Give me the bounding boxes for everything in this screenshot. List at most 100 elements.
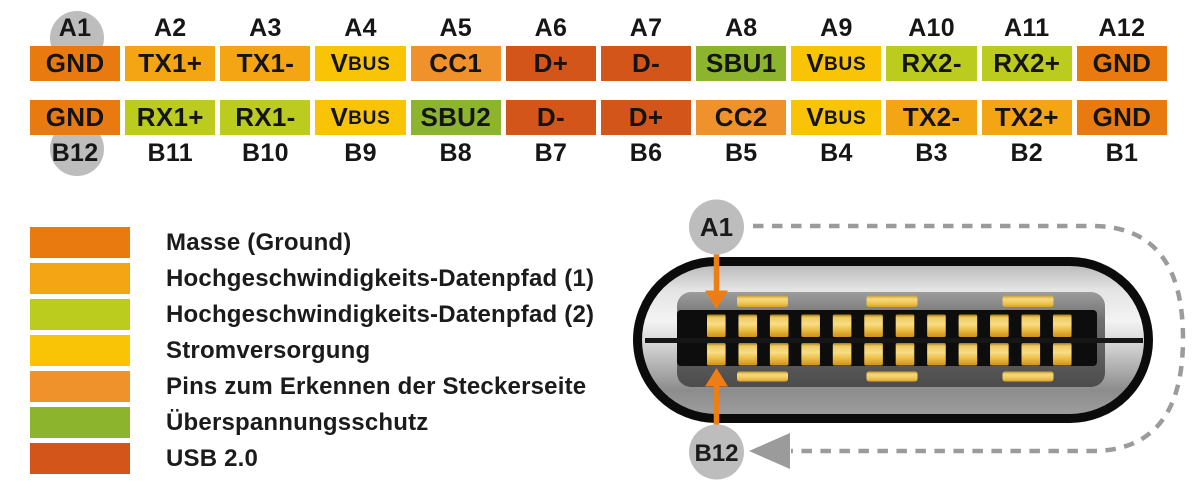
pin-order-dashed-path	[753, 223, 1186, 454]
pin-label-b8: B8	[439, 138, 473, 167]
pin-label-b2: B2	[1010, 138, 1044, 167]
pin-chip-b3: TX2-	[886, 100, 977, 135]
legend-label-cc: Pins zum Erkennen der Steckerseite	[166, 372, 587, 400]
pin-chip-b2: TX2+	[981, 100, 1072, 135]
pin-chip-a7: D-	[600, 46, 692, 81]
connector-pin-b8	[832, 343, 852, 366]
connector-pin-b7	[864, 343, 883, 366]
legend-label-hs1: Hochgeschwindigkeits-Datenpfad (1)	[166, 264, 595, 292]
pin-color-legend: Masse (Ground) Hochgeschwindigkeits-Daten…	[30, 227, 594, 474]
pin-label-b10: B10	[242, 138, 289, 167]
legend-swatch-sbu	[30, 407, 130, 438]
connector-pin-a11	[1021, 314, 1041, 337]
b12-callout-circle	[689, 424, 744, 480]
legend-swatch-usb2	[30, 443, 130, 474]
legend-swatch-power	[30, 335, 130, 366]
connector-pin-a9	[958, 314, 978, 337]
pin-label-a7: A7	[629, 13, 663, 42]
connector-pin-a5	[832, 314, 852, 337]
pin-label-b12: B12	[51, 138, 99, 167]
pin-chip-a6: D+	[505, 46, 596, 81]
vbus-small-caps: BUS	[823, 108, 867, 129]
pin-chip-b12: GND	[30, 100, 121, 135]
pin-chip-b10: RX1-	[220, 100, 311, 135]
a1-callout-circle	[689, 199, 744, 255]
pin-label-b9: B9	[344, 138, 377, 167]
pin-label-a3: A3	[249, 13, 282, 42]
pin-chip-a8: SBU1	[696, 46, 787, 81]
pin-order-arrowhead	[749, 433, 790, 469]
connector-pin-b9	[801, 343, 820, 366]
connector-pin-b4	[958, 343, 978, 366]
pin-label-a5: A5	[439, 13, 473, 42]
pin-chip-a5: CC1	[410, 46, 501, 81]
b12-callout-label: B12	[694, 440, 738, 467]
legend-swatch-ground	[30, 227, 130, 258]
pin-chip-b7: D-	[505, 100, 596, 135]
pin-chip-a1: GND	[30, 46, 121, 81]
pin-chip-a12: GND	[1076, 46, 1167, 81]
connector-pin-b2	[1021, 343, 1041, 366]
pin-chip-b8: SBU2	[410, 100, 501, 135]
legend-swatch-hs2	[30, 299, 130, 330]
pin-label-b7: B7	[534, 138, 568, 167]
connector-pin-b10	[769, 343, 789, 366]
legend-label-sbu: Überspannungsschutz	[166, 408, 429, 436]
pin-label-b3: B3	[915, 138, 948, 167]
legend-label-hs2: Hochgeschwindigkeits-Datenpfad (2)	[166, 300, 595, 328]
vbus-small-caps: BUS	[823, 54, 867, 75]
legend-swatch-hs1	[30, 263, 130, 294]
connector-pin-a1	[707, 314, 726, 337]
pin-label-a6: A6	[534, 13, 568, 42]
vbus-small-caps: BUS	[348, 54, 391, 75]
a1-arrowhead-icon	[705, 290, 728, 309]
connector-pin-a3	[769, 314, 789, 337]
pin-chip-a11: RX2+	[981, 46, 1072, 81]
pin-label-a10: A10	[908, 13, 955, 42]
legend-row-hs1: Hochgeschwindigkeits-Datenpfad (1)	[30, 263, 594, 294]
legend-row-usb2: USB 2.0	[30, 443, 594, 474]
connector-pins-row-a	[707, 314, 1072, 337]
contact-bar-bottom-1	[737, 371, 788, 382]
legend-row-power: Stromversorgung	[30, 335, 594, 366]
connector-pin-b11	[738, 343, 758, 366]
connector-pins-row-b	[707, 343, 1072, 366]
connector-pin-a7	[895, 314, 915, 337]
connector-pin-a4	[801, 314, 820, 337]
contact-bar-top-2	[866, 295, 918, 307]
legend-row-hs2: Hochgeschwindigkeits-Datenpfad (2)	[30, 299, 594, 330]
pin-label-b5: B5	[724, 138, 758, 167]
pin-chip-b6: D+	[600, 100, 692, 135]
pin-chip-a10: RX2-	[886, 46, 977, 81]
legend-row-ground: Masse (Ground)	[30, 227, 594, 258]
pin-label-a9: A9	[820, 13, 853, 42]
a1-callout-label: A1	[700, 212, 733, 242]
legend-row-cc: Pins zum Erkennen der Steckerseite	[30, 371, 594, 402]
connector-pin-a12	[1052, 314, 1072, 337]
connector-pin-b1	[1052, 343, 1072, 366]
legend-label-usb2: USB 2.0	[166, 444, 259, 472]
connector-pin-b6	[895, 343, 915, 366]
usb-c-connector-illustration: A1 B12	[633, 199, 1186, 480]
contact-bar-top-3	[1002, 295, 1054, 307]
connector-pin-b3	[990, 343, 1009, 366]
pin-chip-a3: TX1-	[220, 46, 311, 81]
pin-label-a1: A1	[58, 13, 92, 42]
legend-swatch-cc	[30, 371, 130, 402]
pin-label-a8: A8	[724, 13, 758, 42]
connector-pin-b5	[927, 343, 946, 366]
pin-label-b11: B11	[147, 138, 193, 167]
pin-label-b1: B1	[1105, 138, 1139, 167]
pin-chip-b11: RX1+	[125, 100, 216, 135]
connector-pin-a6	[864, 314, 883, 337]
legend-label-power: Stromversorgung	[166, 336, 371, 364]
contact-bar-top-1	[737, 295, 788, 307]
legend-label-ground: Masse (Ground)	[166, 228, 352, 256]
pin-label-b4: B4	[820, 138, 853, 167]
pin-chip-b5: CC2	[696, 100, 787, 135]
pin-label-a11: A11	[1004, 13, 1050, 42]
